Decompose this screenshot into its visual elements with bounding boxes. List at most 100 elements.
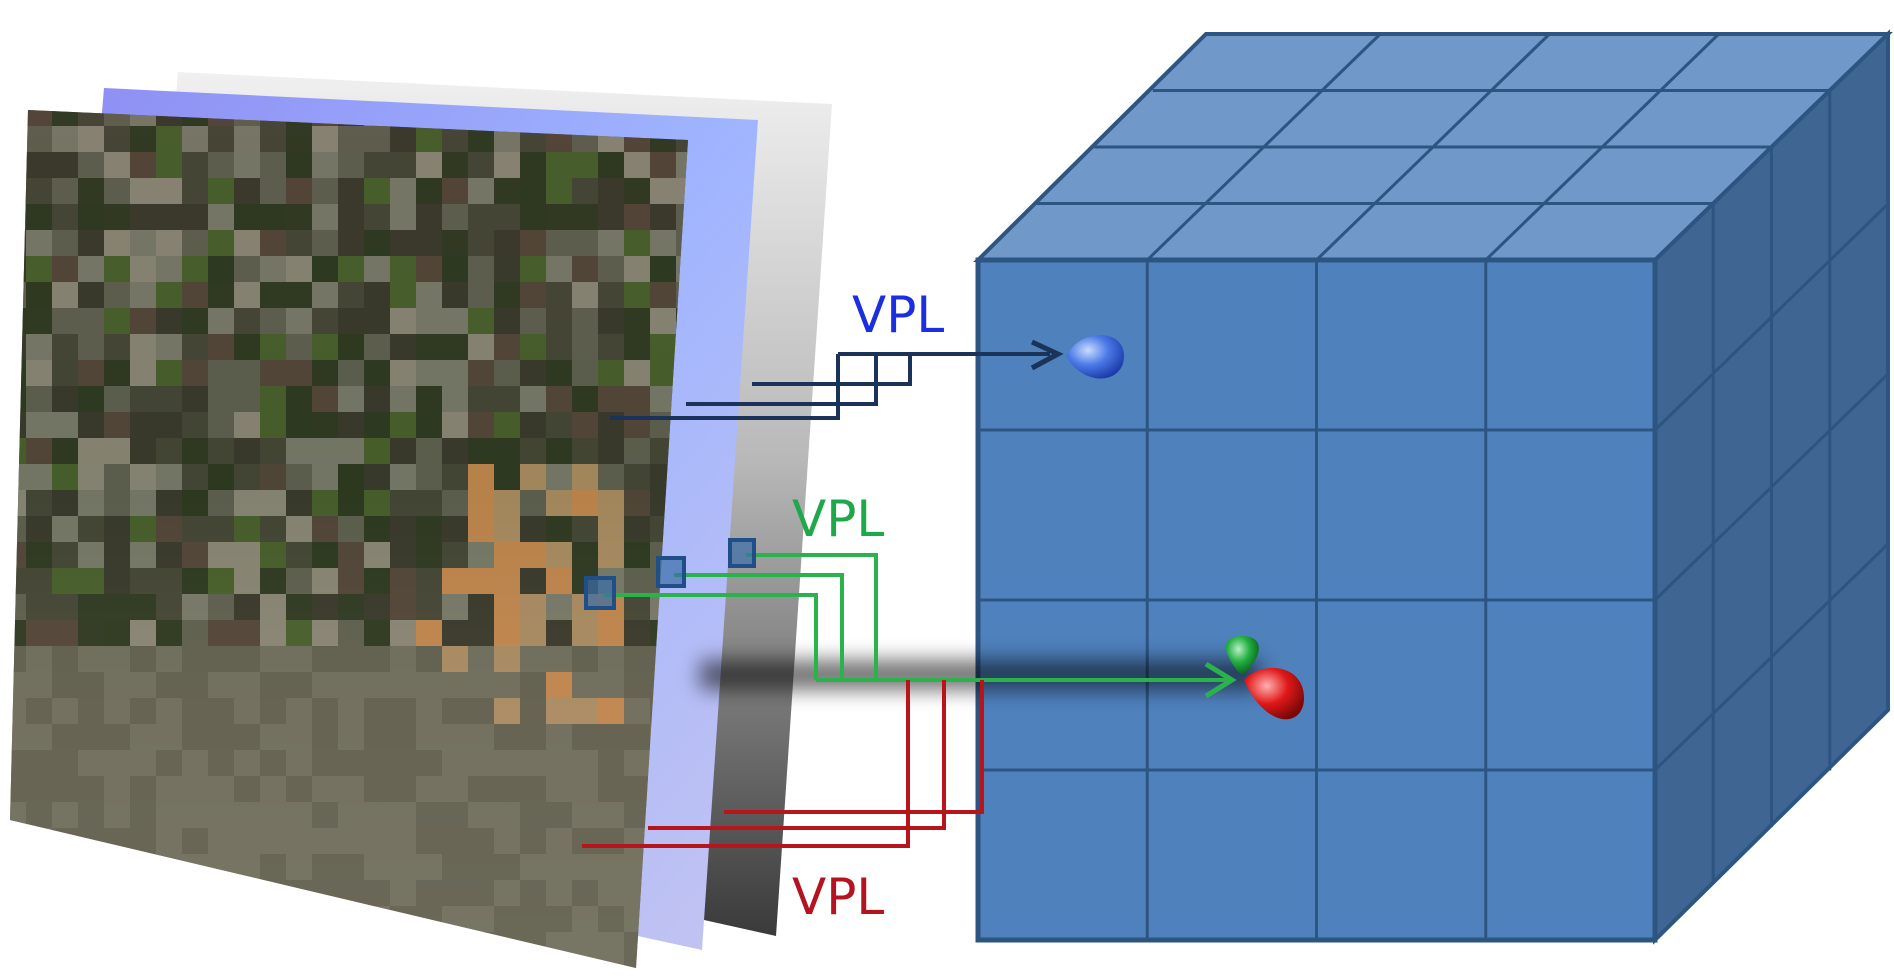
photo-pixel [520, 828, 546, 854]
photo-pixel [156, 308, 182, 334]
red-lobe-icon [1244, 667, 1304, 720]
photo-pixel [104, 230, 130, 256]
photo-pixel [416, 802, 442, 828]
photo-pixel [546, 178, 572, 204]
photo-pixel [468, 334, 494, 360]
photo-pixel [78, 386, 104, 412]
photo-pixel [676, 958, 688, 968]
photo-pixel [156, 152, 182, 178]
photo-pixel [442, 178, 468, 204]
photo-pixel [10, 360, 26, 386]
photo-pixel [624, 204, 650, 230]
photo-pixel [468, 412, 494, 438]
photo-pixel [156, 698, 182, 724]
photo-pixel [338, 360, 364, 386]
photo-pixel [338, 464, 364, 490]
photo-pixel [156, 724, 182, 750]
photo-pixel [52, 542, 78, 568]
photo-pixel [78, 854, 104, 880]
photo-pixel [234, 646, 260, 672]
photo-pixel [104, 906, 130, 932]
photo-pixel [52, 880, 78, 906]
photo-pixel [364, 516, 390, 542]
photo-pixel [52, 490, 78, 516]
photo-pixel [234, 542, 260, 568]
photo-pixel [286, 646, 312, 672]
photo-pixel [520, 724, 546, 750]
vpl-label-red: VPL [792, 868, 884, 926]
photo-pixel [364, 828, 390, 854]
photo-pixel [208, 126, 234, 152]
photo-pixel [572, 204, 598, 230]
photo-pixel [286, 126, 312, 152]
photo-pixel [338, 620, 364, 646]
photo-pixel [494, 724, 520, 750]
photo-pixel [416, 152, 442, 178]
photo-pixel [130, 282, 156, 308]
photo-pixel [260, 412, 286, 438]
photo-pixel [364, 360, 390, 386]
photo-pixel [390, 412, 416, 438]
photo-pixel [286, 438, 312, 464]
photo-pixel [442, 542, 468, 568]
photo-pixel [572, 620, 598, 646]
photo-pixel [286, 594, 312, 620]
photo-pixel [390, 672, 416, 698]
photo-pixel [260, 802, 286, 828]
photo-pixel [10, 854, 26, 880]
photo-pixel [182, 750, 208, 776]
photo-pixel [572, 516, 598, 542]
photo-pixel [260, 594, 286, 620]
photo-pixel [208, 542, 234, 568]
photo-pixel [442, 438, 468, 464]
photo-pixel [546, 412, 572, 438]
photo-pixel [52, 152, 78, 178]
photo-pixel [208, 152, 234, 178]
photo-pixel [286, 282, 312, 308]
photo-pixel [52, 802, 78, 828]
photo-pixel [520, 880, 546, 906]
photo-pixel [26, 568, 52, 594]
photo-pixel [520, 672, 546, 698]
photo-pixel [468, 516, 494, 542]
photo-pixel [182, 958, 208, 968]
photo-pixel [572, 776, 598, 802]
photo-pixel [520, 516, 546, 542]
photo-pixel [572, 698, 598, 724]
photo-pixel [130, 828, 156, 854]
photo-pixel [572, 464, 598, 490]
photo-pixel [442, 152, 468, 178]
photo-pixel [78, 360, 104, 386]
photo-pixel [208, 178, 234, 204]
photo-pixel [312, 568, 338, 594]
photo-pixel [572, 906, 598, 932]
photo-pixel [78, 204, 104, 230]
photo-pixel [624, 776, 650, 802]
photo-pixel [10, 126, 26, 152]
photo-pixel [78, 750, 104, 776]
photo-pixel [520, 802, 546, 828]
photo-pixel [234, 776, 260, 802]
photo-pixel [130, 646, 156, 672]
photo-pixel [78, 828, 104, 854]
photo-pixel [624, 178, 650, 204]
photo-pixel [442, 646, 468, 672]
photo-pixel [416, 880, 442, 906]
photo-pixel [312, 516, 338, 542]
photo-pixel [442, 490, 468, 516]
photo-pixel [234, 438, 260, 464]
photo-pixel [546, 750, 572, 776]
photo-pixel [10, 880, 26, 906]
photo-pixel [26, 776, 52, 802]
photo-pixel [572, 412, 598, 438]
photo-pixel [624, 516, 650, 542]
photo-pixel [26, 126, 52, 152]
photo-pixel [442, 594, 468, 620]
photo-pixel [338, 828, 364, 854]
photo-pixel [208, 750, 234, 776]
photo-pixel [312, 152, 338, 178]
photo-pixel [104, 438, 130, 464]
photo-pixel [10, 152, 26, 178]
photo-pixel [78, 620, 104, 646]
photo-pixel [26, 360, 52, 386]
